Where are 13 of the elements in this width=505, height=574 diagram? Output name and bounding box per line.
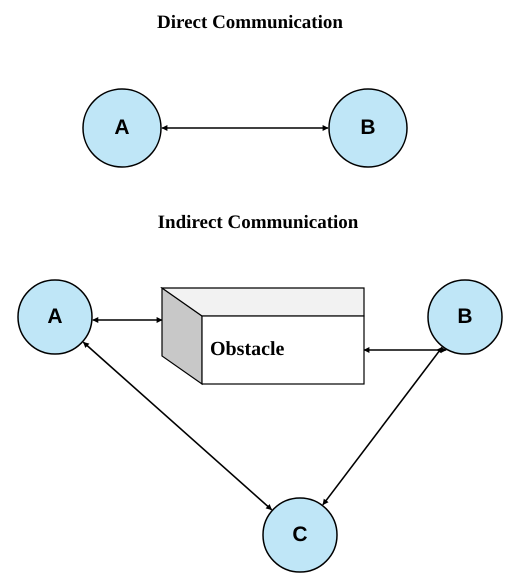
double-arrow (161, 125, 329, 131)
heading: Indirect Communication (158, 212, 358, 234)
heading: Direct Communication (157, 12, 343, 34)
node-label: B (360, 116, 376, 140)
node-label: B (457, 305, 473, 329)
double-arrow (322, 346, 443, 506)
double-arrow (92, 317, 163, 323)
node-label: Obstacle (210, 338, 284, 361)
double-arrow (363, 347, 447, 353)
node-label: C (292, 523, 308, 547)
double-arrow (82, 342, 272, 510)
node-label: A (47, 305, 63, 329)
node-label: A (114, 116, 130, 140)
